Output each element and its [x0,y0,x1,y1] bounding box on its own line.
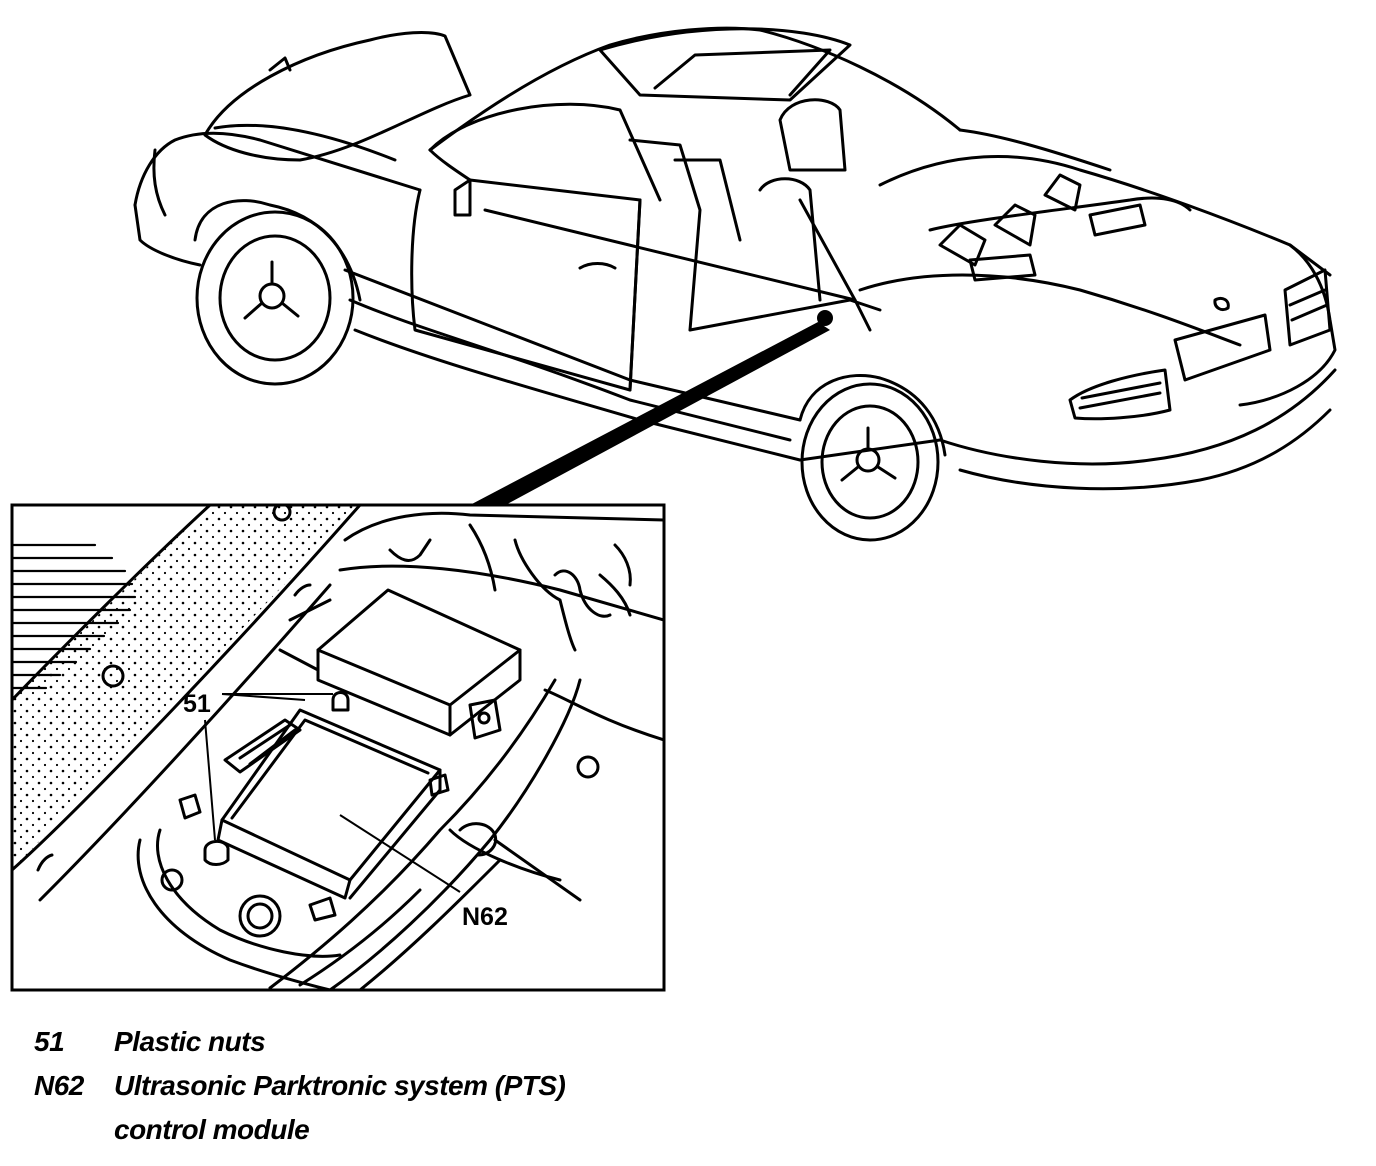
legend: 51 Plastic nuts N62 Ultrasonic Parktroni… [34,1020,734,1152]
legend-code: N62 [34,1070,84,1101]
legend-description-line: control module [114,1114,310,1145]
front-wheel [193,199,362,386]
legend-description: Plastic nuts [114,1026,266,1057]
callout-51: 51 [183,690,211,718]
callout-leaders [204,693,461,893]
legend-description-line: Ultrasonic Parktronic system (PTS) [114,1070,566,1101]
detail-inset: 51 N62 [10,503,666,992]
legend-description: Ultrasonic Parktronic system (PTS) contr… [114,1064,734,1152]
callout-n62: N62 [462,903,508,931]
zoom-leader [470,322,830,508]
legend-code: 51 [34,1026,65,1057]
rear-wheel [798,373,947,542]
legend-item-plastic-nuts: 51 Plastic nuts [34,1020,734,1064]
car-illustration [133,26,1337,542]
legend-item-control-module: N62 Ultrasonic Parktronic system (PTS) c… [34,1064,734,1152]
